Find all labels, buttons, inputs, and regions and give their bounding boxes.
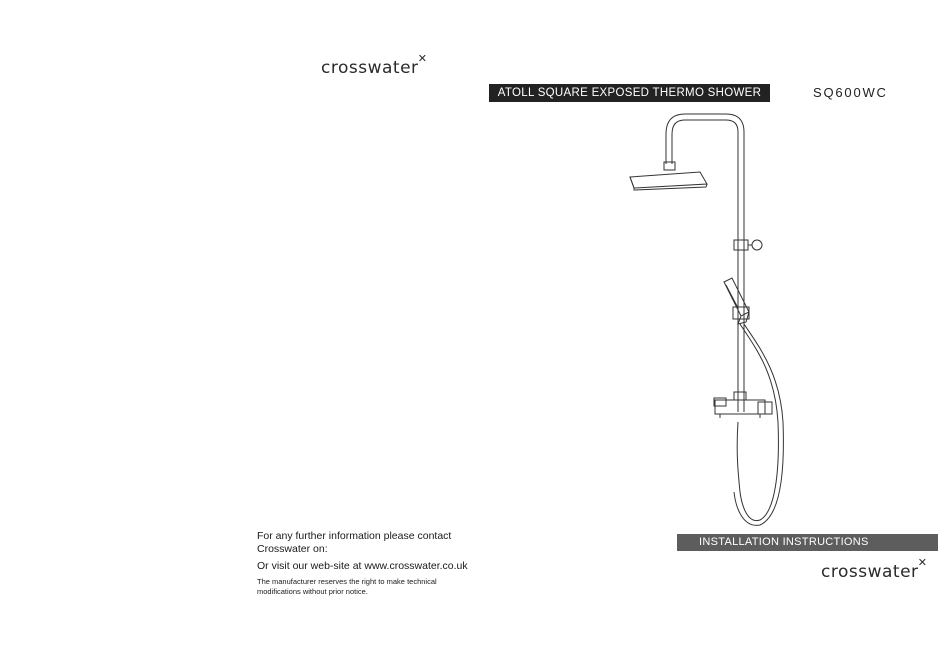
- contact-line-1: For any further information please conta…: [257, 530, 452, 542]
- logo-text: crosswater: [321, 58, 419, 78]
- product-title: ATOLL SQUARE EXPOSED THERMO SHOWER VALVE: [497, 87, 762, 117]
- logo-text: crosswater: [821, 562, 919, 582]
- contact-info: For any further information please conta…: [257, 530, 517, 596]
- logo-cross-mark: ✕: [417, 52, 428, 65]
- logo-cross-mark: ✕: [917, 556, 928, 569]
- crosswater-logo-top: crosswater✕: [321, 52, 427, 78]
- notice-line-2: modifications without prior notice.: [257, 586, 368, 596]
- website-line: Or visit our web-site at www.crosswater.…: [257, 560, 468, 572]
- installation-instructions-bar: INSTALLATION INSTRUCTIONS: [677, 534, 938, 551]
- installation-label: INSTALLATION INSTRUCTIONS: [699, 536, 869, 548]
- product-title-bar: ATOLL SQUARE EXPOSED THERMO SHOWER VALVE: [489, 84, 770, 117]
- shower-illustration: [629, 113, 784, 526]
- contact-line-2: Crosswater on:: [257, 543, 328, 555]
- notice-line-1: The manufacturer reserves the right to m…: [257, 577, 437, 586]
- model-number: SQ600WC: [813, 85, 888, 100]
- crosswater-logo-bottom: crosswater✕: [821, 556, 927, 582]
